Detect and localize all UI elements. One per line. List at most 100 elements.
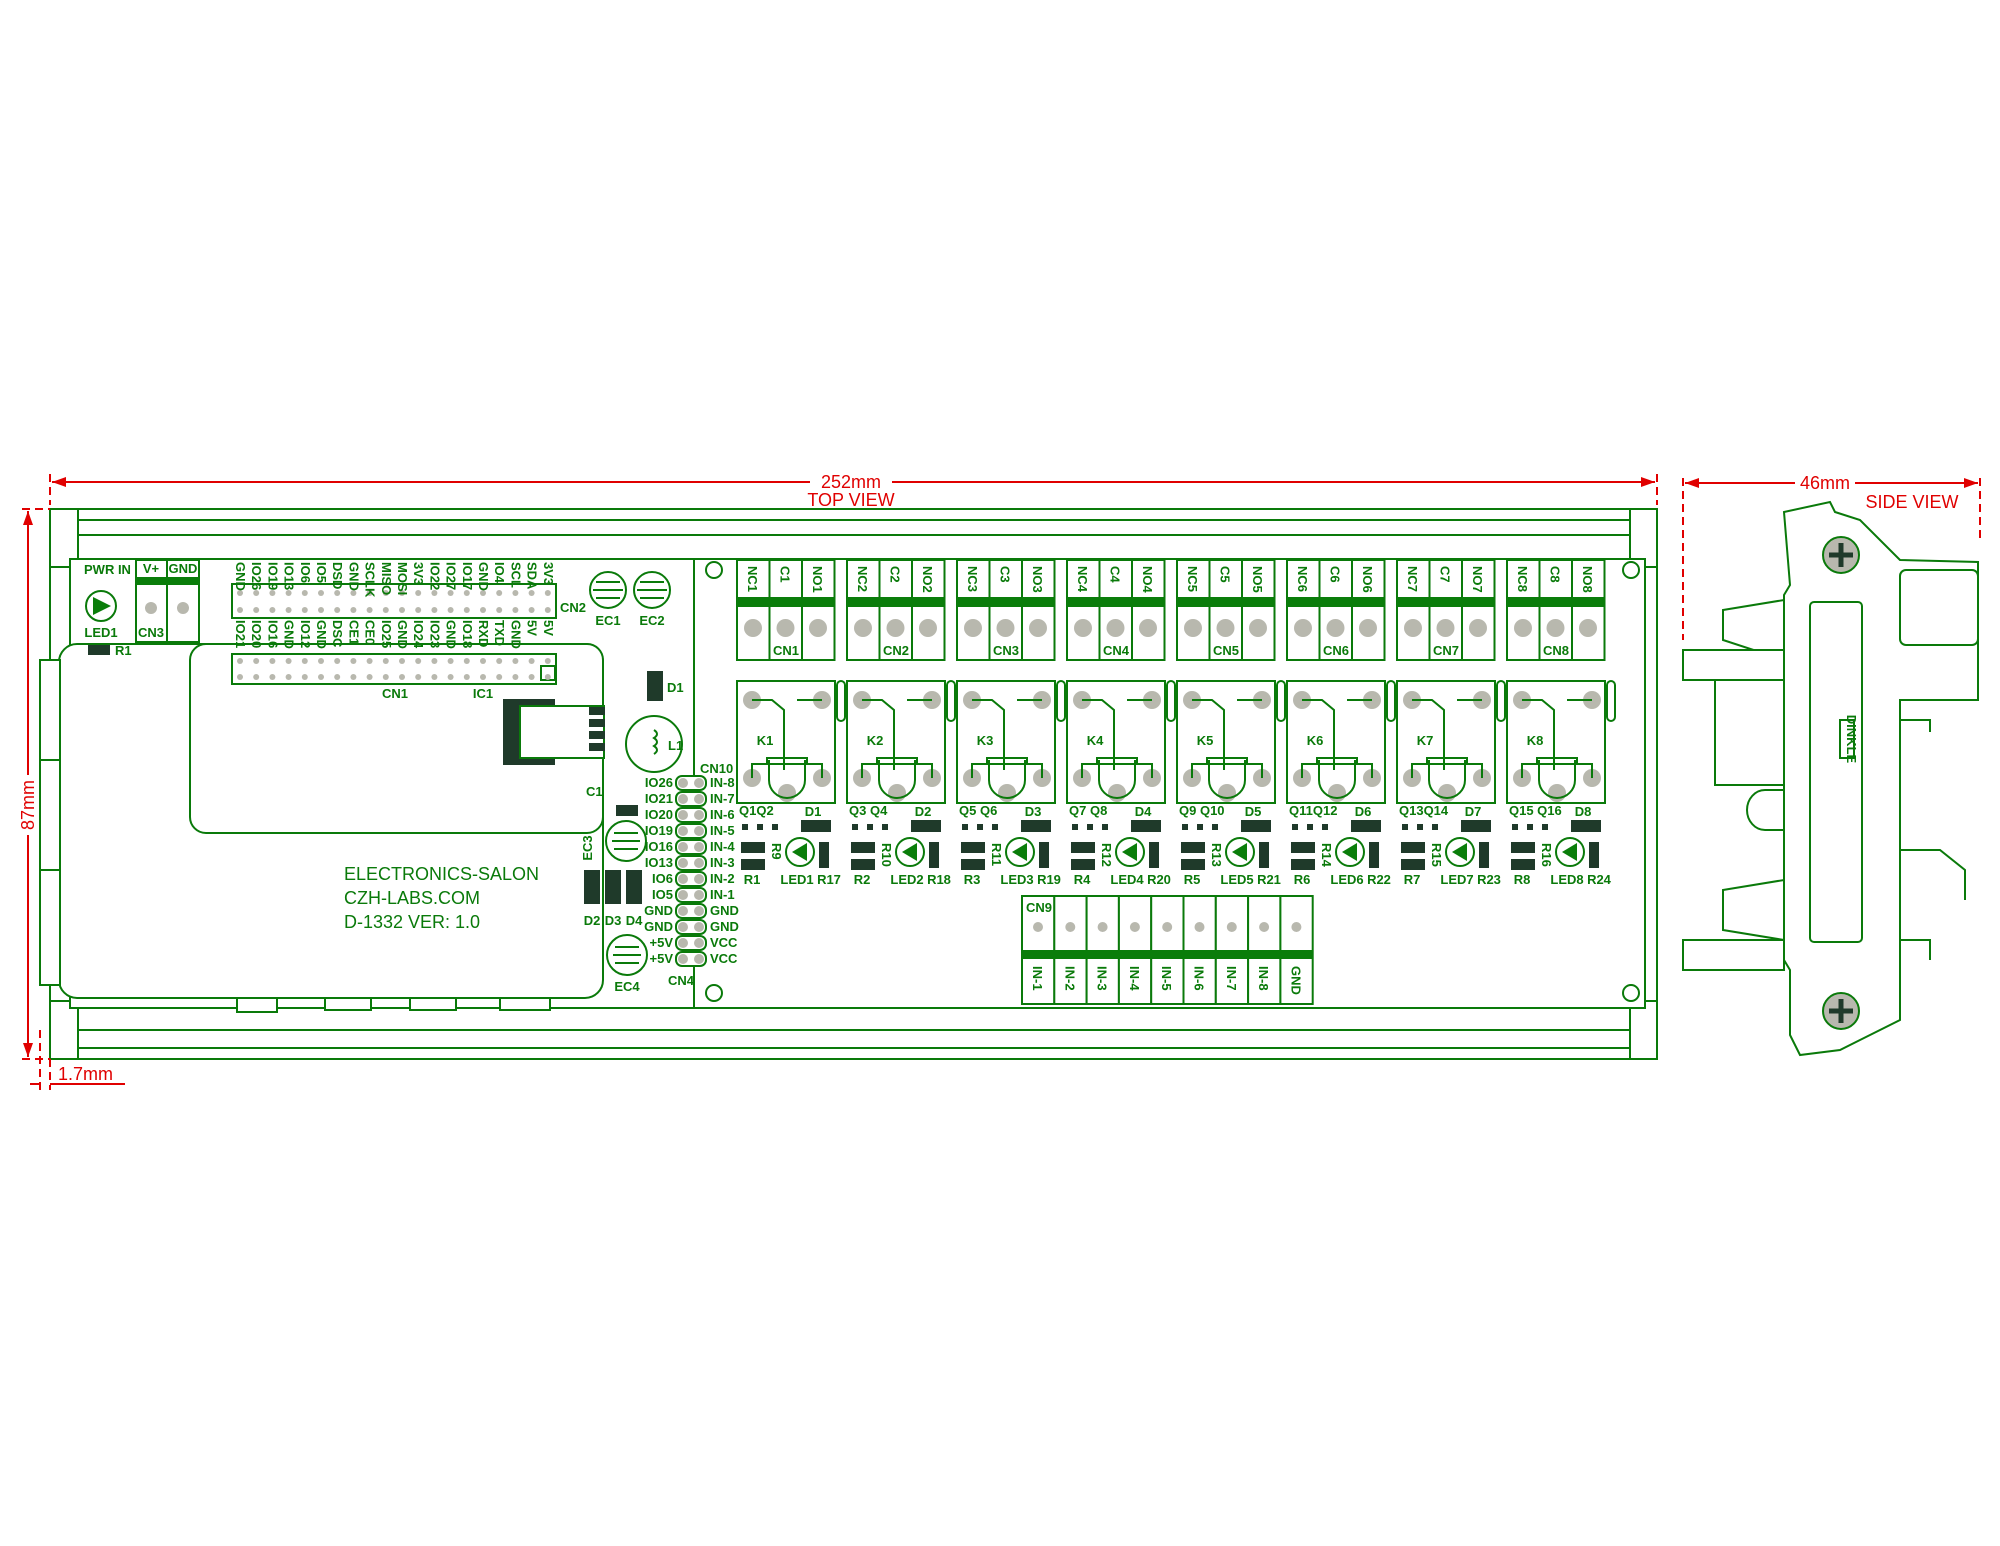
resistor: [851, 859, 875, 870]
cn10-right-label: IN-4: [710, 839, 735, 854]
terminal-label: C5: [1218, 566, 1233, 583]
screw-terminal: [801, 559, 836, 661]
transistor-label: Q11Q12: [1289, 803, 1337, 818]
pi-header-pin: [512, 658, 519, 664]
gpio-bottom-label: 5V: [525, 620, 540, 636]
terminal-screw: [1291, 922, 1302, 932]
pi-header-pin: [285, 674, 292, 680]
cn10-right-label: IN-2: [710, 871, 735, 886]
gpio-bottom-label: IO16: [265, 620, 280, 648]
resistor-label: R11: [989, 843, 1004, 866]
resistor: [851, 842, 875, 853]
terminal-screw: [1326, 619, 1345, 637]
header-pin: [350, 607, 357, 613]
header-pin: [350, 590, 357, 596]
led-label: LED4: [1110, 872, 1144, 887]
cn10-pin: [678, 922, 688, 932]
terminal-label: C8: [1548, 566, 1563, 583]
cn9-label: CN9: [1026, 900, 1052, 915]
pi-header-pin: [447, 674, 454, 680]
ic1-label: IC1: [473, 686, 493, 701]
c1-label: C1: [586, 784, 603, 799]
led-label: LED3: [1000, 872, 1033, 887]
header-pin: [447, 590, 454, 596]
cn10-pin: [694, 938, 704, 948]
led-label: LED8: [1550, 872, 1583, 887]
ec1-label: EC1: [595, 613, 620, 628]
cn10-pin: [694, 874, 704, 884]
side-view-label: SIDE VIEW: [1865, 492, 1958, 512]
resistor-label: R4: [1074, 872, 1091, 887]
header-pin: [334, 607, 341, 613]
pi-header-pin: [366, 674, 373, 680]
gpio-bottom-label: TXD: [492, 620, 507, 646]
cn10-pin: [678, 890, 688, 900]
pi-header-pin: [382, 658, 389, 664]
header-pin: [269, 590, 276, 596]
side-view: DINKLE: [1682, 500, 1979, 1057]
pi-header-pin: [496, 658, 503, 664]
cn3-label: CN3: [138, 625, 164, 640]
screw-terminal: [846, 559, 881, 661]
ec2-label: EC2: [639, 613, 664, 628]
header-pin: [415, 607, 422, 613]
cn10-left-label: IO16: [645, 839, 673, 854]
terminal-connector-label: CN3: [993, 643, 1019, 658]
power-led-label: LED1: [84, 625, 117, 640]
resistor: [1071, 859, 1095, 870]
terminal-screw: [1579, 619, 1597, 637]
gpio-top-label: 3V3: [411, 562, 426, 585]
power-in-label: PWR IN: [84, 562, 131, 577]
gpio-top-label: MOSI: [395, 562, 410, 595]
gpio-bottom-label: GND: [395, 620, 410, 649]
terminal-screw: [1029, 619, 1047, 637]
gpio-top-label: IO22: [427, 562, 442, 590]
input-pin-label: IN-5: [1159, 966, 1174, 991]
header-pin: [415, 590, 422, 596]
header-pin: [399, 590, 405, 596]
header-pin: [544, 590, 551, 596]
header-pin: [480, 607, 486, 613]
side-width-label: 46mm: [1800, 473, 1850, 493]
cn10-right-label: IN-1: [710, 887, 735, 902]
terminal-label: C6: [1328, 566, 1343, 583]
terminal-screw: [1359, 619, 1377, 637]
cn10-pin: [694, 794, 704, 804]
relay-label: K2: [867, 733, 884, 748]
pi-header-pin: [269, 658, 276, 664]
cn10-pin: [694, 826, 704, 836]
pi-header-pin: [528, 658, 535, 664]
resistor: [929, 842, 939, 868]
terminal-screw: [886, 619, 905, 637]
gpio-bottom-label: IO20: [249, 620, 264, 648]
relay-pin: [998, 784, 1016, 802]
header-pin: [382, 607, 389, 613]
screw-terminal: [911, 559, 946, 661]
terminal-label: NO1: [810, 566, 825, 593]
cn4-label: CN4: [668, 973, 695, 988]
cn10-label: CN10: [700, 761, 733, 776]
terminal-screw: [1249, 619, 1267, 637]
resistor: [1589, 842, 1599, 868]
screw-terminal: [1241, 559, 1276, 661]
terminal-screw: [996, 619, 1015, 637]
diode-icon: [911, 820, 941, 832]
pi-header-pin: [480, 674, 486, 680]
pi-header-pin: [382, 674, 389, 680]
resistor: [1039, 842, 1049, 868]
screw-terminal: [1286, 559, 1321, 661]
resistor-label: R2: [854, 872, 871, 887]
terminal-connector-label: CN5: [1213, 643, 1239, 658]
resistor: [1181, 842, 1205, 853]
terminal-connector-label: CN1: [773, 643, 799, 658]
l1-label: L1: [668, 738, 683, 753]
terminal-label: C3: [998, 566, 1013, 583]
power-resistor-label: R1: [115, 643, 132, 658]
terminal-screw: [1404, 619, 1422, 637]
cn10-pin: [694, 890, 704, 900]
header-pin: [544, 607, 551, 613]
